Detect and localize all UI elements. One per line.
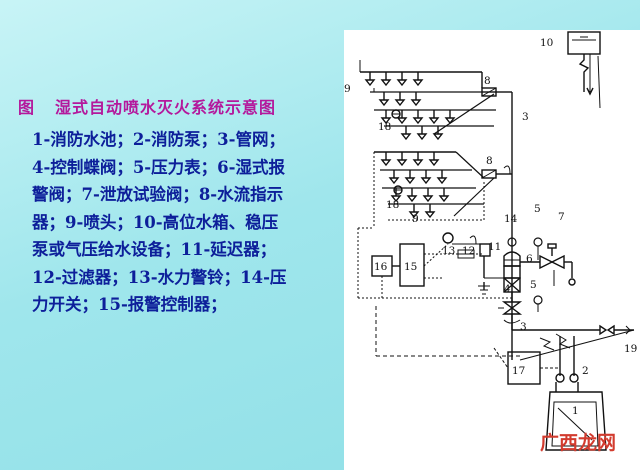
alarm-valve-station xyxy=(442,232,634,336)
label-2: 2 xyxy=(582,365,589,377)
legend-line-6: 12-过滤器；13-水力警铃；14-压 xyxy=(32,267,287,287)
label-5-lower: 5 xyxy=(530,279,537,291)
label-11: 11 xyxy=(488,241,501,253)
label-19: 19 xyxy=(624,343,637,355)
label-4: 4 xyxy=(504,283,511,295)
component-legend: 1-消防水池；2-消防泵；3-管网； 4-控制蝶阀；5-压力表；6-湿式报 警阀… xyxy=(32,126,342,319)
figure-title: 湿式自动喷水灭火系统示意图 xyxy=(55,98,277,117)
alarm-controller xyxy=(357,227,520,357)
label-3-lower: 3 xyxy=(520,321,527,333)
label-13: 13 xyxy=(442,245,455,257)
label-6: 6 xyxy=(526,253,533,265)
figure-label: 图 xyxy=(18,98,36,117)
risers xyxy=(511,329,635,361)
sprinkler-system-diagram: 10 9 8 3 18 8 18 9 14 5 7 13 12 11 15 16… xyxy=(344,31,637,451)
elevated-tank xyxy=(567,31,601,109)
figure-caption: 图湿式自动喷水灭火系统示意图 xyxy=(18,94,276,118)
lower-sprinkler-zone xyxy=(373,151,512,228)
legend-line-4: 器；9-喷头；10-高位水箱、稳压 xyxy=(32,212,279,232)
label-8-lower: 8 xyxy=(486,155,493,167)
upper-sprinkler-zone xyxy=(359,60,513,330)
legend-line-5: 泵或气压给水设备；11-延迟器； xyxy=(32,240,277,259)
label-17: 17 xyxy=(512,365,525,377)
pump-house xyxy=(493,333,607,451)
label-8-upper: 8 xyxy=(484,75,491,87)
label-12: 12 xyxy=(462,245,475,257)
legend-line-3: 警阀；7-泄放试验阀；8-水流指示 xyxy=(32,185,284,204)
system-diagram-panel: 10 9 8 3 18 8 18 9 14 5 7 13 12 11 15 16… xyxy=(344,30,640,470)
label-5-upper: 5 xyxy=(534,203,541,215)
label-10: 10 xyxy=(540,37,553,49)
label-9-lower: 9 xyxy=(412,213,419,225)
label-18-lower: 18 xyxy=(386,199,399,211)
legend-line-1: 1-消防水池；2-消防泵；3-管网； xyxy=(32,130,285,149)
legend-line-7: 力开关；15-报警控制器； xyxy=(32,295,227,314)
label-3-upper: 3 xyxy=(522,111,529,123)
label-16: 16 xyxy=(374,261,388,273)
label-1: 1 xyxy=(572,405,579,417)
label-14: 14 xyxy=(504,213,518,225)
label-7: 7 xyxy=(558,211,565,223)
site-watermark: 广西龙网 xyxy=(540,432,617,454)
component-number-labels: 10 9 8 3 18 8 18 9 14 5 7 13 12 11 15 16… xyxy=(344,37,637,417)
label-9-upper: 9 xyxy=(344,83,351,95)
label-18-upper: 18 xyxy=(378,121,391,133)
legend-line-2: 4-控制蝶阀；5-压力表；6-湿式报 xyxy=(32,157,285,177)
label-15: 15 xyxy=(404,261,417,273)
